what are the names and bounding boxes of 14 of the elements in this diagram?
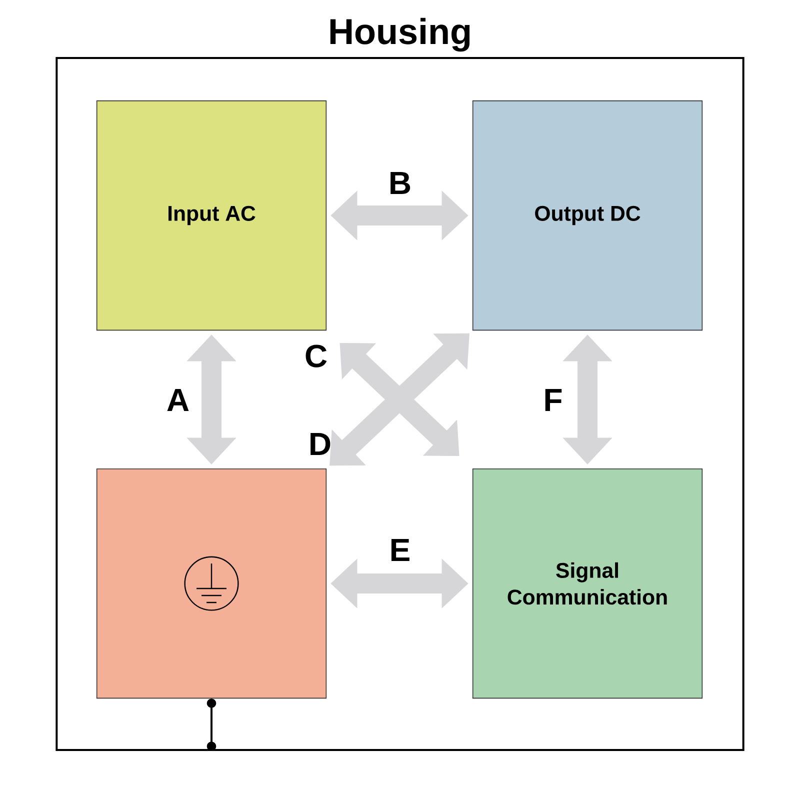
block-box: Input AC — [96, 100, 327, 331]
block-box: Signal Communication — [472, 468, 703, 699]
double-arrow — [340, 343, 460, 456]
edge-label: C — [306, 344, 327, 368]
edge-label: A — [167, 389, 189, 412]
block-box: Output DC — [472, 100, 703, 331]
double-arrow — [330, 333, 470, 466]
edge-label: F — [545, 389, 562, 412]
ground-wire — [206, 698, 216, 751]
edge-label: D — [310, 433, 330, 456]
edge-label: B — [390, 172, 410, 194]
ground-box — [96, 468, 327, 699]
node-label: Housing — [330, 18, 470, 52]
edge-label: E — [391, 539, 410, 562]
